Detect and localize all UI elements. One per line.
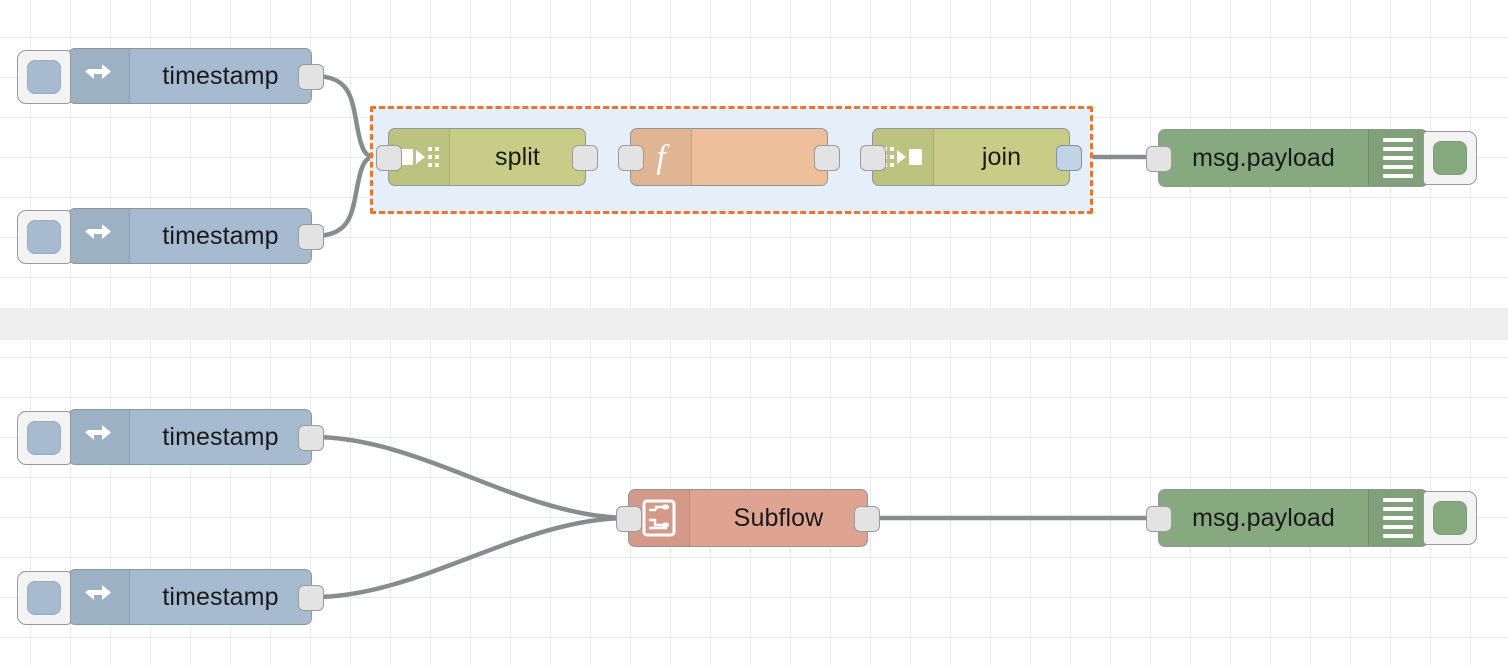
inject-knob [27,581,61,615]
output-port[interactable] [854,506,880,532]
node-debug-2[interactable]: msg.payload [1146,489,1477,547]
node-label: split [495,142,540,171]
debug-bars-icon [1368,130,1427,186]
node-label: join [981,142,1022,171]
output-port[interactable] [298,64,324,90]
inject-trigger-button-4[interactable] [17,571,71,625]
inject-knob [27,60,61,94]
node-label: timestamp [162,422,279,451]
svg-text:f: f [656,139,670,176]
debug-toggle-button-2[interactable] [1423,491,1477,545]
output-port[interactable] [298,224,324,250]
node-label: msg.payload [1192,503,1335,532]
inject-trigger-button-3[interactable] [17,411,71,465]
input-port[interactable] [1146,506,1172,532]
node-inject-timestamp-2[interactable]: timestamp [17,208,324,264]
inject-knob [27,421,61,455]
node-label: timestamp [162,61,279,90]
input-port[interactable] [860,145,886,171]
inject-arrow-icon [69,410,130,464]
node-join[interactable]: join [860,128,1082,186]
output-port[interactable] [814,145,840,171]
node-label [692,129,827,185]
output-port[interactable] [572,145,598,171]
debug-bars-icon [1368,490,1427,546]
node-subflow[interactable]: Subflow [616,489,880,547]
inject-trigger-button-1[interactable] [17,50,71,104]
flow-separator-band [0,308,1508,340]
input-port[interactable] [618,145,644,171]
node-function[interactable]: f [618,128,840,186]
output-port[interactable] [1056,145,1082,171]
output-port[interactable] [298,585,324,611]
inject-knob [27,220,61,254]
debug-toggle-button-1[interactable] [1423,131,1477,185]
node-label: timestamp [162,582,279,611]
input-port[interactable] [376,145,402,171]
input-port[interactable] [1146,146,1172,172]
node-debug-1[interactable]: msg.payload [1146,129,1477,187]
wire-inject4-subflow [311,515,631,600]
node-inject-timestamp-4[interactable]: timestamp [17,569,324,625]
inject-arrow-icon [69,49,130,103]
inject-arrow-icon [69,570,130,624]
node-inject-timestamp-1[interactable]: timestamp [17,48,324,104]
node-label: Subflow [733,503,824,532]
input-port[interactable] [616,506,642,532]
inject-arrow-icon [69,209,130,263]
output-port[interactable] [298,425,324,451]
debug-knob [1433,141,1467,175]
node-inject-timestamp-3[interactable]: timestamp [17,409,324,465]
inject-trigger-button-2[interactable] [17,210,71,264]
function-f-icon: f [631,129,692,185]
node-label: msg.payload [1192,143,1335,172]
debug-knob [1433,501,1467,535]
node-split[interactable]: split [376,128,598,186]
node-label: timestamp [162,221,279,250]
wire-inject3-subflow [311,434,631,521]
